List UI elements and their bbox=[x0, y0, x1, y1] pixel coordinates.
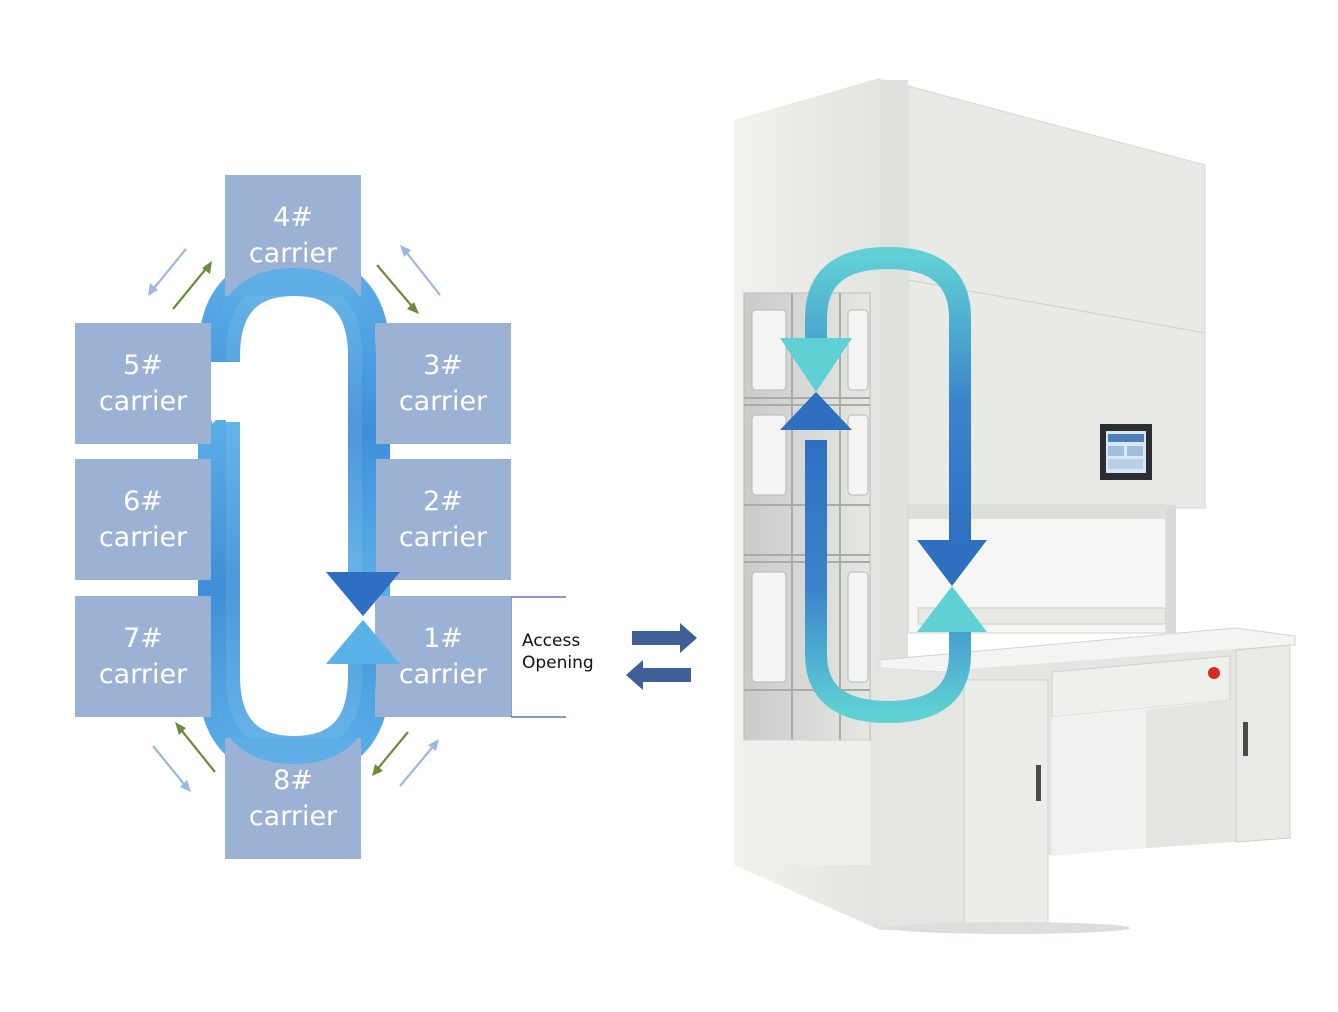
carrier-4: 4# carrier bbox=[225, 175, 361, 296]
carrier-label: carrier bbox=[98, 385, 188, 417]
carrier-number: 1# bbox=[423, 622, 463, 654]
carrier-7: 7# carrier bbox=[75, 596, 211, 717]
carrier-number: 6# bbox=[123, 485, 163, 517]
carrier-label: carrier bbox=[398, 521, 488, 553]
cycle-loop bbox=[198, 253, 400, 779]
exchange-arrows-icon bbox=[626, 623, 697, 690]
vertical-carousel-machine bbox=[734, 78, 1296, 934]
carrier-8: 8# carrier bbox=[225, 738, 361, 859]
diagonal-arrow-icon bbox=[148, 245, 441, 792]
carrier-label: carrier bbox=[98, 658, 188, 690]
carrier-number: 8# bbox=[273, 764, 313, 796]
carrier-1: 1# carrier bbox=[375, 596, 511, 717]
red-stop-button-icon bbox=[1208, 667, 1220, 679]
carrier-number: 5# bbox=[123, 349, 163, 381]
carrier-label: carrier bbox=[398, 658, 488, 690]
carrier-label: carrier bbox=[248, 800, 338, 832]
carrier-3: 3# carrier bbox=[375, 323, 511, 444]
access-opening-bracket bbox=[510, 596, 566, 718]
access-opening-line1: Access bbox=[522, 631, 581, 651]
carrier-label: carrier bbox=[248, 237, 338, 269]
carrier-number: 7# bbox=[123, 622, 163, 654]
carrier-number: 3# bbox=[423, 349, 463, 381]
access-opening-line2: Opening bbox=[522, 653, 594, 673]
carrier-6: 6# carrier bbox=[75, 459, 211, 580]
touch-screen-icon bbox=[1100, 424, 1152, 480]
carrier-number: 2# bbox=[423, 485, 463, 517]
carrier-number: 4# bbox=[273, 201, 313, 233]
carrier-label: carrier bbox=[98, 521, 188, 553]
carrier-2: 2# carrier bbox=[375, 459, 511, 580]
access-opening-label: Access Opening bbox=[522, 630, 594, 674]
carrier-5: 5# carrier bbox=[75, 323, 211, 444]
carrier-label: carrier bbox=[398, 385, 488, 417]
